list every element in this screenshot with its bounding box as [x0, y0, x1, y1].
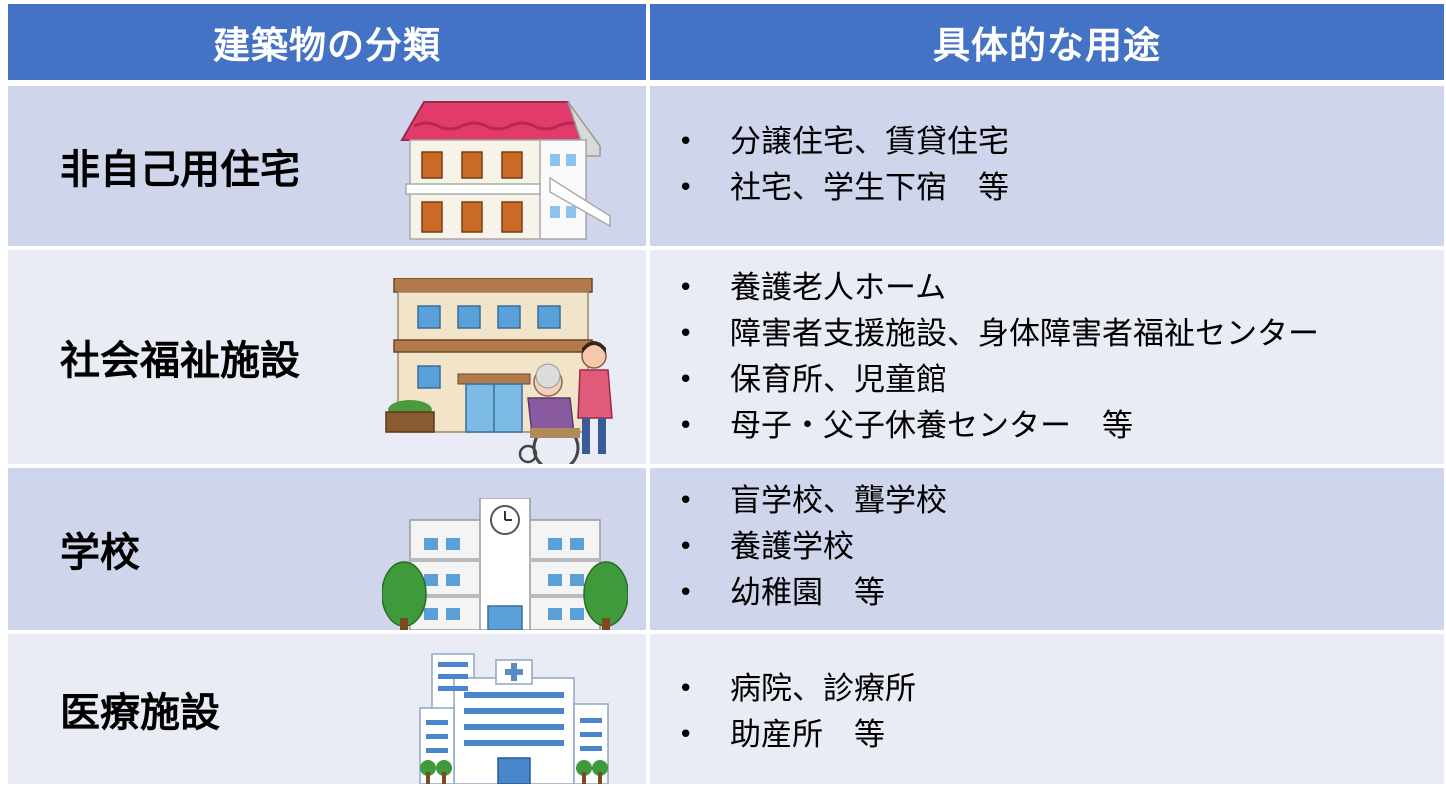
hospital-building-icon — [419, 653, 609, 784]
list-item: 養護学校 — [650, 524, 1444, 570]
row-category-cell: 非自己用住宅 — [8, 86, 646, 246]
uses-list: 分譲住宅、賃貸住宅 社宅、学生下宿 等 — [650, 119, 1444, 211]
list-item: 幼稚園 等 — [650, 570, 1444, 616]
row-uses-cell: 病院、診療所 助産所 等 — [650, 634, 1444, 784]
category-label: 非自己用住宅 — [60, 147, 300, 193]
row-uses-cell: 養護老人ホーム 障害者支援施設、身体障害者福祉センター 保育所、児童館 母子・父… — [650, 250, 1444, 464]
list-item: 母子・父子休養センター 等 — [650, 403, 1444, 449]
uses-list: 養護老人ホーム 障害者支援施設、身体障害者福祉センター 保育所、児童館 母子・父… — [650, 265, 1444, 449]
header-uses: 具体的な用途 — [650, 4, 1444, 80]
school-building-icon — [382, 498, 628, 630]
uses-list: 盲学校、聾学校 養護学校 幼稚園 等 — [650, 478, 1444, 616]
uses-list: 病院、診療所 助産所 等 — [650, 666, 1444, 758]
list-item: 病院、診療所 — [650, 666, 1444, 712]
classification-table: 建築物の分類 具体的な用途 非自己用住宅 分譲住宅、賃貸住宅 社宅、学 — [8, 4, 1444, 784]
category-label: 学校 — [60, 530, 140, 576]
list-item: 障害者支援施設、身体障害者福祉センター — [650, 311, 1444, 357]
list-item: 分譲住宅、賃貸住宅 — [650, 119, 1444, 165]
row-category-cell: 社会福祉施設 — [8, 250, 646, 464]
list-item: 助産所 等 — [650, 712, 1444, 758]
header-category: 建築物の分類 — [8, 4, 646, 80]
list-item: 社宅、学生下宿 等 — [650, 165, 1444, 211]
list-item: 盲学校、聾学校 — [650, 478, 1444, 524]
row-uses-cell: 分譲住宅、賃貸住宅 社宅、学生下宿 等 — [650, 86, 1444, 246]
welfare-facility-icon — [385, 278, 613, 464]
list-item: 保育所、児童館 — [650, 357, 1444, 403]
row-category-cell: 医療施設 — [8, 634, 646, 784]
list-item: 養護老人ホーム — [650, 265, 1444, 311]
row-category-cell: 学校 — [8, 468, 646, 630]
category-label: 社会福祉施設 — [60, 338, 300, 384]
category-label: 医療施設 — [60, 690, 220, 736]
apartment-house-icon — [400, 101, 611, 240]
row-uses-cell: 盲学校、聾学校 養護学校 幼稚園 等 — [650, 468, 1444, 630]
